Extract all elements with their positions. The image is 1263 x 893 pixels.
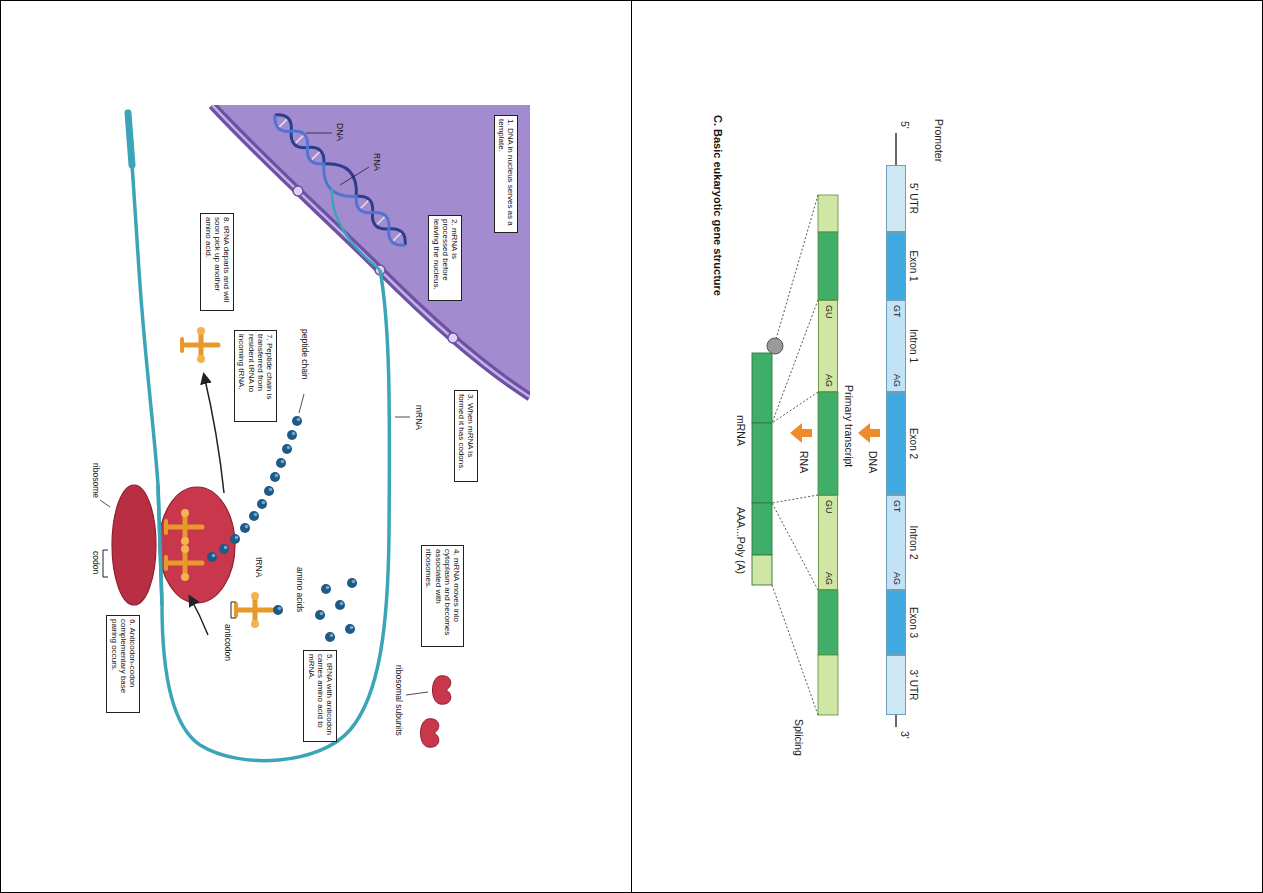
structure-label: Primary transcript bbox=[842, 385, 854, 467]
callout-box: 2. mRNA is processed before leaving the … bbox=[428, 215, 462, 301]
part-label: codon bbox=[91, 551, 100, 574]
callout-text: 7. Peptide chain is transferred from res… bbox=[237, 334, 274, 418]
cell-divider bbox=[631, 0, 632, 893]
part-label: RNA bbox=[372, 153, 381, 171]
dna-segment: Exon 3 bbox=[886, 590, 906, 655]
dna-segment: 5' UTR bbox=[886, 165, 906, 232]
callout-text: 8. tRNA departs and will soon pick up an… bbox=[203, 217, 231, 307]
part-label: mRNA bbox=[414, 405, 423, 430]
dna-segment: Intron 1GTAG bbox=[886, 300, 906, 392]
callout-text: 2. mRNA is processed before leaving the … bbox=[431, 219, 459, 297]
structure-label: AAA...Poly (A) bbox=[734, 507, 746, 574]
rna-intron: GU AG bbox=[818, 495, 838, 590]
segment-label: 3' UTR bbox=[908, 670, 919, 701]
dna-segment: Exon 2 bbox=[886, 392, 906, 495]
part-label: ribosome bbox=[91, 463, 100, 498]
splice-site: AG bbox=[891, 374, 901, 387]
splice-site: AG bbox=[891, 572, 901, 585]
splice-site: GT bbox=[891, 305, 901, 318]
structure-label: 3' bbox=[898, 731, 910, 739]
callout-box: 4. mRNA moves into cytoplasm and becomes… bbox=[421, 545, 464, 647]
part-label: tRNA bbox=[254, 557, 263, 577]
structure-label: Splicing bbox=[792, 719, 804, 756]
part-label: anticodon bbox=[223, 624, 232, 661]
structure-label: RNA bbox=[797, 451, 809, 473]
segment-label: Intron 1 bbox=[908, 329, 919, 363]
part-label: ribosomal subunits bbox=[394, 665, 403, 736]
callout-box: 5. tRNA with anticodon carries amino aci… bbox=[303, 650, 337, 742]
dna-segment: Intron 2GTAG bbox=[886, 495, 906, 590]
callout-text: 6. Anticodon-codon complementary base pa… bbox=[109, 619, 137, 709]
splice-site: GT bbox=[891, 500, 901, 513]
callout-box: 3. When mRNA is formed it has codons. bbox=[454, 390, 478, 482]
callout-box: 8. tRNA departs and will soon pick up an… bbox=[200, 213, 234, 311]
splice-site: GU bbox=[823, 305, 833, 319]
structure-label: DNA bbox=[866, 451, 878, 473]
rna-intron: GU AG bbox=[818, 300, 838, 392]
part-label: peptide chain bbox=[300, 329, 309, 380]
callout-text: 3. When mRNA is formed it has codons. bbox=[457, 394, 475, 478]
figure-title: C. Basic eukaryotic gene structure bbox=[712, 115, 724, 296]
part-label: amino acids bbox=[295, 567, 304, 612]
segment-label: Intron 2 bbox=[908, 526, 919, 560]
dna-segment: 3' UTR bbox=[886, 655, 906, 715]
callout-text: 4. mRNA moves into cytoplasm and becomes… bbox=[424, 549, 461, 643]
structure-label: mRNA bbox=[734, 415, 746, 446]
segment-label: Exon 3 bbox=[908, 607, 919, 638]
structure-label: 5' bbox=[898, 121, 910, 129]
callout-box: 6. Anticodon-codon complementary base pa… bbox=[106, 615, 140, 713]
callout-box: 1. DNA in nucleus serves as a template. bbox=[494, 115, 518, 233]
translation-panel: 1. DNA in nucleus serves as a template. 2… bbox=[70, 105, 530, 775]
callout-box: 7. Peptide chain is transferred from res… bbox=[234, 330, 277, 422]
splice-site: GU bbox=[823, 500, 833, 514]
structure-label: Promoter bbox=[932, 119, 944, 162]
part-label: DNA bbox=[335, 123, 344, 141]
segment-label: Exon 1 bbox=[908, 250, 919, 281]
splice-site: AG bbox=[823, 374, 833, 387]
callout-text: 1. DNA in nucleus serves as a template. bbox=[497, 119, 515, 229]
segment-label: Exon 2 bbox=[908, 428, 919, 459]
dna-segment: Exon 1 bbox=[886, 232, 906, 300]
callout-text: 5. tRNA with anticodon carries amino aci… bbox=[306, 654, 334, 738]
gene-structure-panel: 5' UTRExon 1Intron 1GTAGExon 2Intron 2GT… bbox=[700, 115, 950, 770]
segment-label: 5' UTR bbox=[908, 183, 919, 214]
splice-site: AG bbox=[823, 572, 833, 585]
